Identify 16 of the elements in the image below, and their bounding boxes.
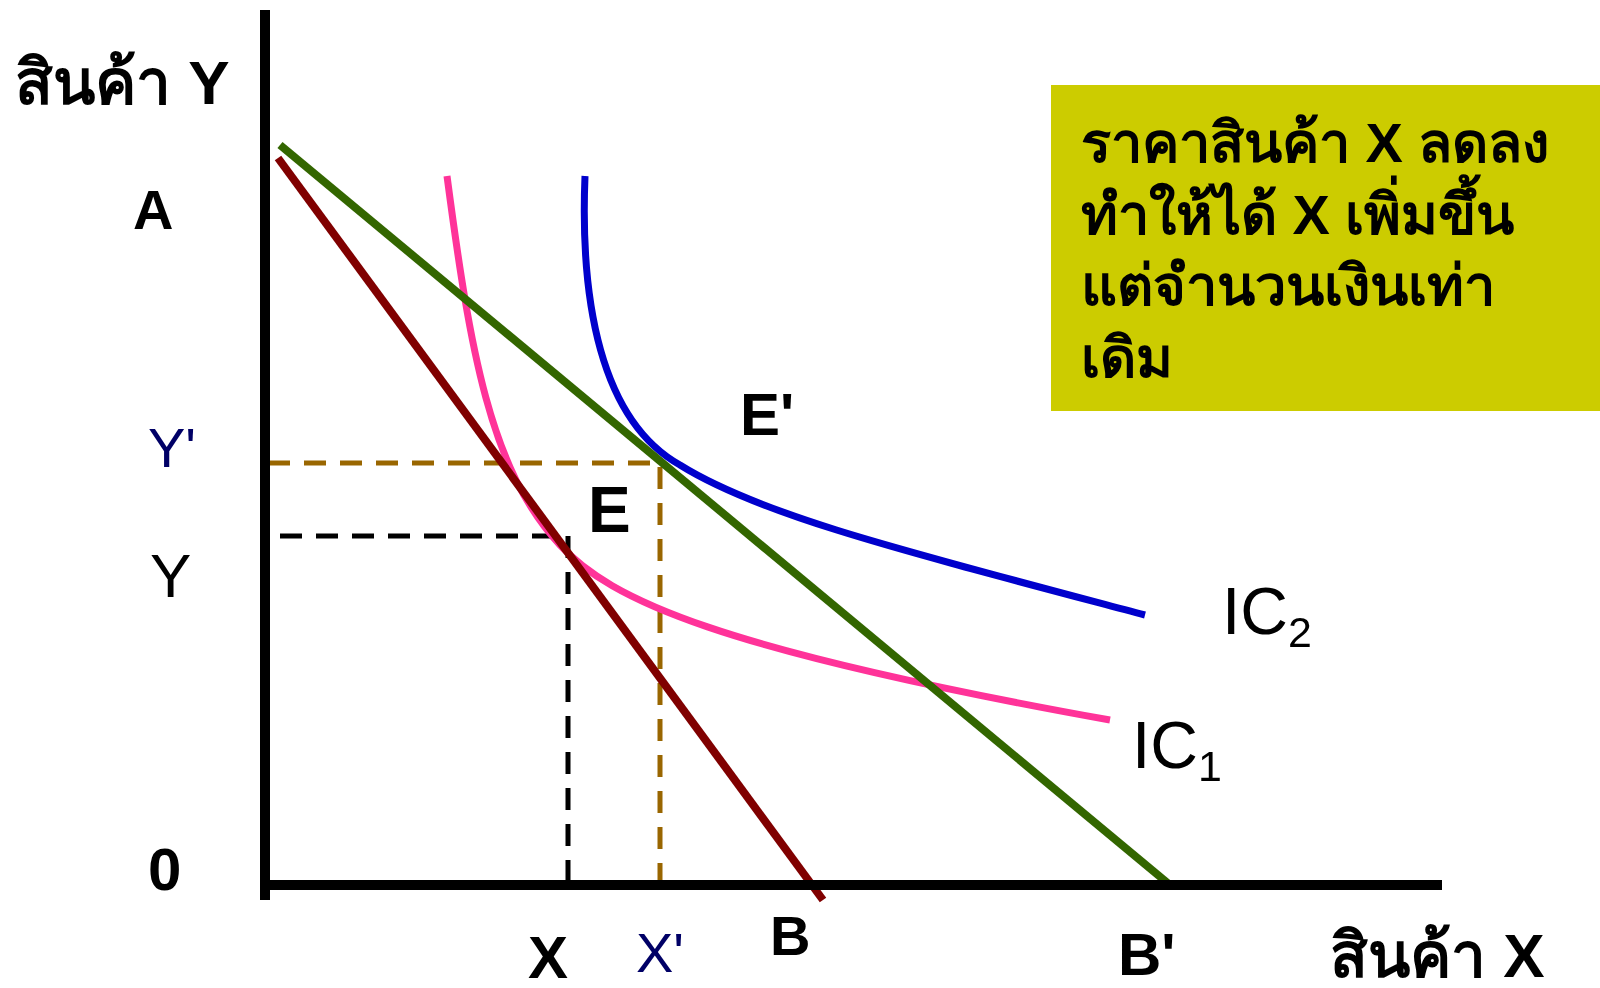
axis-label: สินค้า Y — [15, 52, 230, 114]
axis-label: สินค้า X — [1330, 925, 1545, 987]
axis-tick-label: X' — [636, 925, 685, 981]
note-text: ราคาสินค้า X ลดลง ทำให้ได้ X เพิ่มขึ้นแต่จำนวนเงินเท่าเดิม — [1081, 110, 1551, 391]
curve-label: IC$_{2}$ — [1222, 578, 1312, 654]
note-box — [1051, 85, 1600, 411]
axis-tick-label: Y' — [148, 420, 197, 476]
point-label: A — [133, 182, 174, 238]
axis-tick-label: Y — [150, 545, 192, 607]
point-label: B — [770, 908, 811, 964]
point-label: E — [588, 478, 631, 542]
origin-label: 0 — [148, 840, 182, 900]
point-label: B' — [1118, 925, 1176, 985]
curve-label: IC$_{1}$ — [1132, 712, 1222, 788]
axis-tick-label: X — [528, 928, 569, 988]
point-label: E' — [740, 385, 795, 445]
